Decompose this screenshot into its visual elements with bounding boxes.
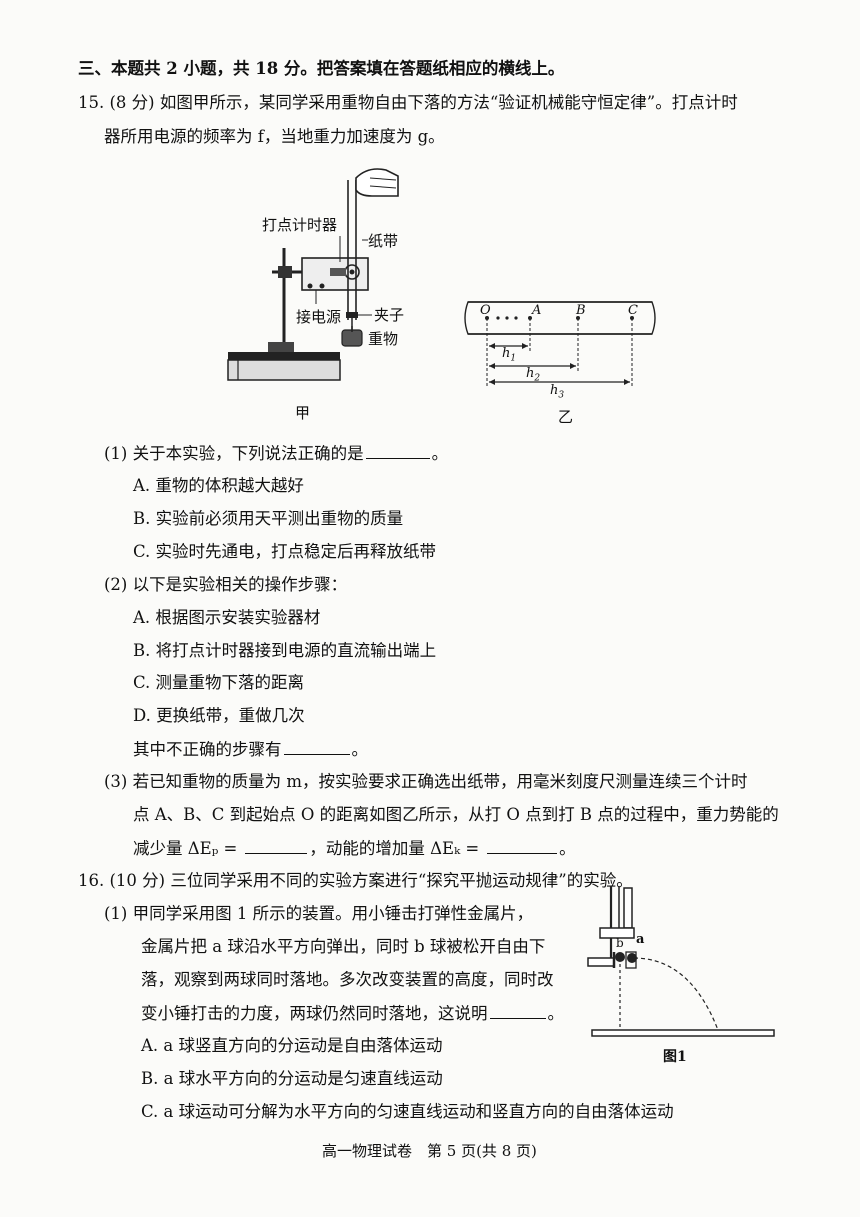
q15-p2-option-a: A. 根据图示安装实验器材	[133, 608, 321, 627]
q15-stem-line1: 15. (8 分) 如图甲所示，某同学采用重物自由下落的方法“验证机械能守恒定律…	[78, 93, 738, 112]
answer-blank[interactable]	[487, 837, 558, 854]
q16-p1-line4-text: 变小锤打击的力度，两球仍然同时落地，这说明	[141, 1004, 488, 1023]
q15-p2-option-d: D. 更换纸带，重做几次	[133, 706, 305, 725]
q16-p1-option-a: A. a 球竖直方向的分运动是自由落体运动	[141, 1036, 443, 1055]
q15-p3-line3: 减少量 ΔEₚ = ，动能的增加量 ΔEₖ = 。	[133, 837, 576, 860]
q15-p3-line3-b: ，动能的增加量 ΔEₖ =	[309, 839, 480, 858]
q15-p2-end: 。	[351, 740, 369, 759]
section-header: 三、本题共 2 小题，共 18 分。把答案填在答题纸相应的横线上。	[78, 59, 565, 78]
q16-p1-line4-end: 。	[547, 1004, 565, 1023]
fig-jia-caption: 甲	[295, 404, 311, 422]
fig-yi-h2: h2	[526, 366, 541, 384]
answer-blank[interactable]	[365, 442, 430, 459]
fig-yi-h3: h3	[550, 383, 565, 401]
fig-jia-weight-label: 重物	[368, 330, 399, 348]
q15-p1-option-c: C. 实验时先通电，打点稳定后再释放纸带	[133, 542, 437, 561]
q15-p2-option-c: C. 测量重物下落的距离	[133, 673, 305, 692]
fig-yi-point-C: C	[628, 303, 638, 318]
q15-p3-line2: 点 A、B、C 到起始点 O 的距离如图乙所示，从打 O 点到打 B 点的过程中…	[133, 805, 779, 824]
q16-p1-line3: 落，观察到两球同时落地。多次改变装置的高度，同时改	[141, 970, 554, 989]
fig-jia-tape-label: 纸带	[368, 232, 399, 250]
answer-blank[interactable]	[245, 837, 308, 854]
fig-yi-point-B: B	[576, 303, 586, 318]
q16-p1-option-b: B. a 球水平方向的分运动是匀速直线运动	[141, 1069, 443, 1088]
q15-p2-ask-text: 其中不正确的步骤有	[133, 740, 282, 759]
fig-yi-point-O: O	[480, 303, 491, 318]
q15-p1-stem: (1) 关于本实验，下列说法正确的是 。	[104, 442, 448, 465]
q16-p1-option-c: C. a 球运动可分解为水平方向的匀速直线运动和竖直方向的自由落体运动	[141, 1102, 674, 1121]
q15-p1-option-b: B. 实验前必须用天平测出重物的质量	[133, 509, 404, 528]
fig-jia-clip-label: 夹子	[374, 306, 405, 324]
answer-blank[interactable]	[283, 738, 350, 755]
q16-p1-line1: (1) 甲同学采用图 1 所示的装置。用小锤击打弹性金属片，	[104, 904, 534, 923]
q15-p3-line1: (3) 若已知重物的质量为 m，按实验要求正确选出纸带，用毫米刻度尺测量连续三个…	[104, 772, 748, 791]
q16-p1-line2: 金属片把 a 球沿水平方向弹出，同时 b 球被松开自由下	[141, 937, 546, 956]
q15-p2-ask: 其中不正确的步骤有 。	[133, 738, 368, 761]
fig-yi-point-A: A	[532, 303, 542, 318]
fig-jia-power-label: 接电源	[296, 308, 342, 326]
fig-yi-h1: h1	[502, 346, 517, 364]
fig1-caption: 图1	[663, 1049, 687, 1065]
q15-p3-line3-a: 减少量 ΔEₚ =	[133, 839, 238, 858]
q15-p1-end: 。	[431, 444, 449, 463]
q15-stem-line2: 器所用电源的频率为 f，当地重力加速度为 g。	[104, 127, 445, 146]
q15-p3-line3-end: 。	[559, 839, 576, 858]
q15-p2-option-b: B. 将打点计时器接到电源的直流输出端上	[133, 641, 437, 660]
fig1-ball-b-label: b	[616, 936, 624, 950]
fig1-ball-a-label: a	[636, 932, 645, 947]
q16-p1-line4: 变小锤打击的力度，两球仍然同时落地，这说明 。	[141, 1002, 564, 1025]
fig-yi-caption: 乙	[558, 408, 574, 426]
fig-jia-timer-label: 打点计时器	[262, 216, 338, 234]
page-footer: 高一物理试卷 第 5 页(共 8 页)	[322, 1142, 537, 1160]
q15-p2-stem: (2) 以下是实验相关的操作步骤：	[104, 575, 348, 594]
q15-p1-option-a: A. 重物的体积越大越好	[133, 476, 304, 495]
q15-p1-stem-text: (1) 关于本实验，下列说法正确的是	[104, 444, 364, 463]
answer-blank[interactable]	[489, 1002, 546, 1019]
q16-stem: 16. (10 分) 三位同学采用不同的实验方案进行“探究平抛运动规律”的实验。	[78, 871, 633, 890]
